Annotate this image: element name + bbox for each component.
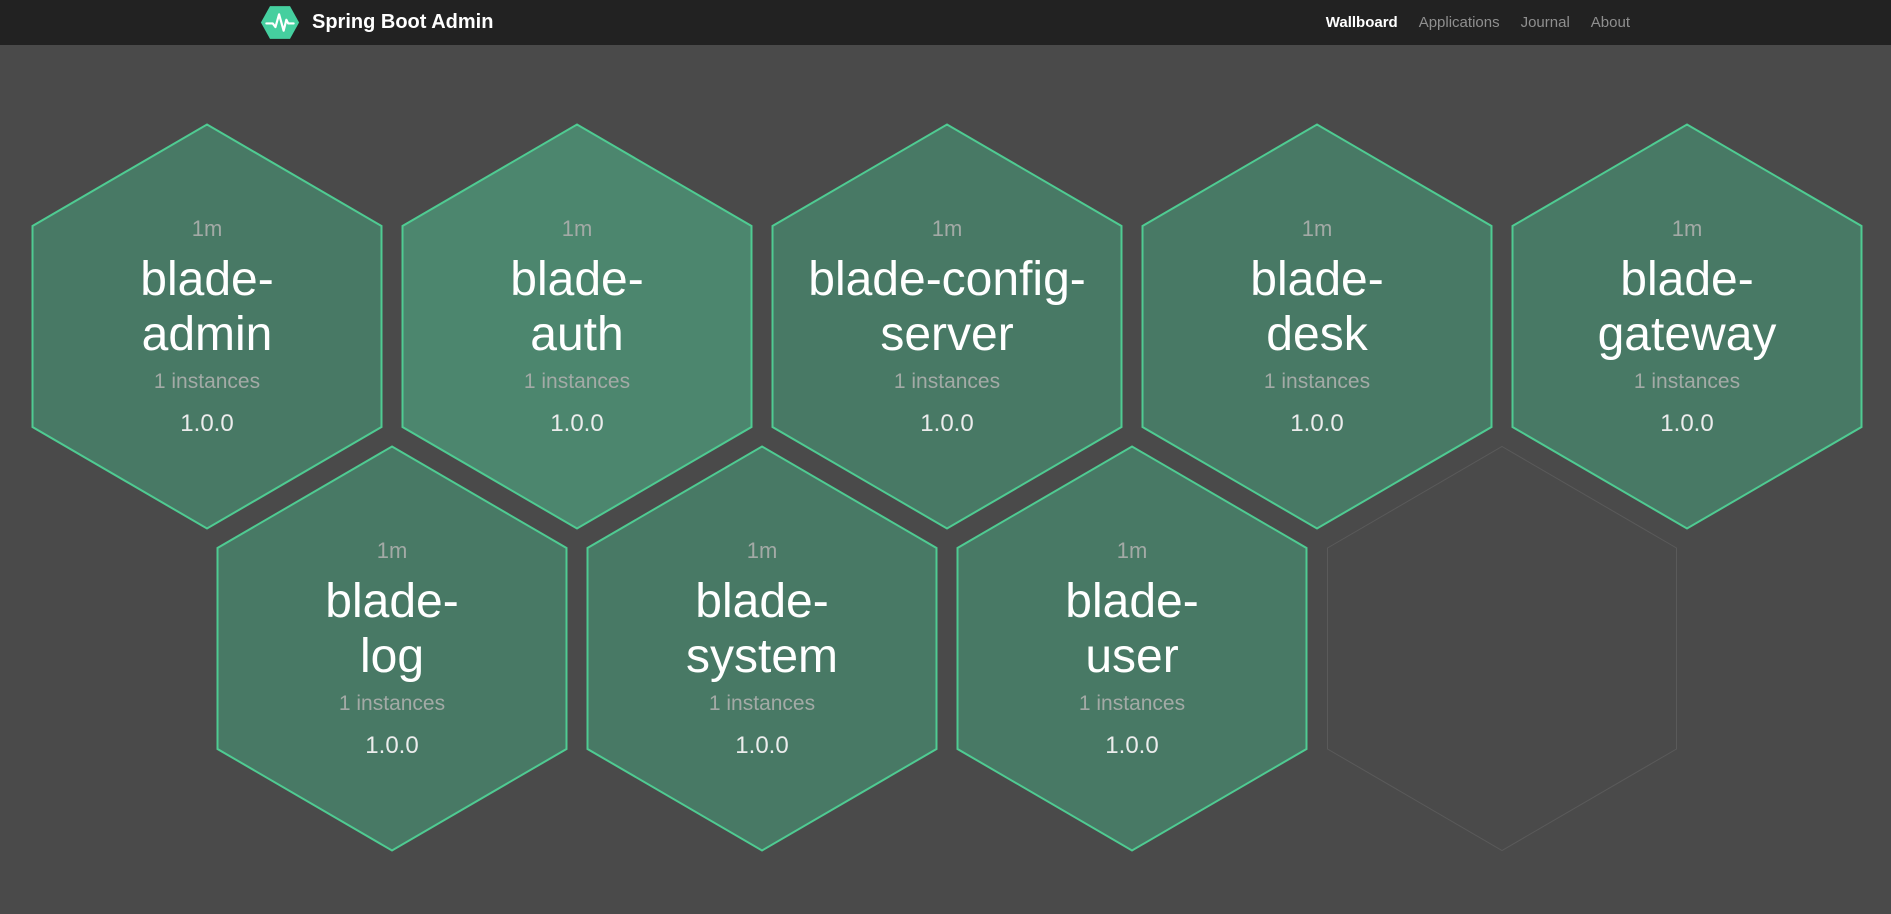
app-hexagon-content: 1m blade-system 1 instances 1.0.0	[586, 445, 938, 852]
hexagon-shape	[771, 123, 1123, 530]
app-instances-count: 1 instances	[523, 369, 631, 393]
nav-links: Wallboard Applications Journal About	[1326, 14, 1630, 31]
app-uptime: 1m	[1671, 215, 1703, 241]
app-hexagon-blade-user[interactable]: 1m blade-user 1 instances 1.0.0	[956, 445, 1308, 852]
app-hexagon-content: 1m blade-config-server 1 instances 1.0.0	[771, 123, 1123, 530]
app-version: 1.0.0	[1290, 409, 1344, 437]
app-instances-count: 1 instances	[153, 369, 261, 393]
app-name-line: log	[359, 629, 425, 683]
app-version: 1.0.0	[920, 409, 974, 437]
app-version: 1.0.0	[365, 731, 419, 759]
spring-boot-admin-logo-icon	[260, 6, 300, 39]
app-instances-count: 1 instances	[708, 691, 816, 715]
app-hexagon-content: 1m blade-desk 1 instances 1.0.0	[1141, 123, 1493, 530]
app-hexagon-content: 1m blade-log 1 instances 1.0.0	[216, 445, 568, 852]
app-name-line: system	[685, 629, 838, 683]
nav-item-journal[interactable]: Journal	[1520, 14, 1570, 31]
app-instances-count: 1 instances	[893, 369, 1001, 393]
app-hexagon-content: 1m blade-admin 1 instances 1.0.0	[31, 123, 383, 530]
app-version: 1.0.0	[735, 731, 789, 759]
app-name-line: blade-	[1620, 252, 1754, 306]
app-name: blade-log	[325, 574, 458, 684]
app-name: blade-desk	[1250, 252, 1383, 362]
app-name-line: blade-	[1065, 574, 1199, 628]
app-hexagon-blade-system[interactable]: 1m blade-system 1 instances 1.0.0	[586, 445, 938, 852]
app-name-line: auth	[530, 307, 624, 361]
app-hexagon-blade-gateway[interactable]: 1m blade-gateway 1 instances 1.0.0	[1511, 123, 1863, 530]
app-name-line: blade-	[325, 574, 459, 628]
app-version: 1.0.0	[1105, 731, 1159, 759]
hexagon-shape	[1511, 123, 1863, 530]
app-name-line: blade-	[510, 252, 644, 306]
app-instances-count: 1 instances	[1078, 691, 1186, 715]
app-name-line: desk	[1266, 307, 1368, 361]
app-uptime: 1m	[191, 215, 223, 241]
app-uptime: 1m	[376, 537, 408, 563]
app-instances-count: 1 instances	[338, 691, 446, 715]
app-hexagon-blade-admin[interactable]: 1m blade-admin 1 instances 1.0.0	[31, 123, 383, 530]
brand-title: Spring Boot Admin	[312, 11, 494, 33]
nav-item-wallboard[interactable]: Wallboard	[1325, 14, 1398, 31]
app-hexagon-blade-auth[interactable]: 1m blade-auth 1 instances 1.0.0	[401, 123, 753, 530]
hexagon-shape	[216, 445, 568, 852]
empty-hexagon	[1326, 445, 1678, 852]
app-uptime: 1m	[561, 215, 593, 241]
app-name: blade-admin	[140, 252, 273, 362]
nav-item-applications[interactable]: Applications	[1418, 14, 1500, 31]
app-version: 1.0.0	[180, 409, 234, 437]
app-uptime: 1m	[1116, 537, 1148, 563]
app-uptime: 1m	[931, 215, 963, 241]
wallboard: 1m blade-admin 1 instances 1.0.0 1m blad…	[0, 45, 1891, 914]
app-name: blade-user	[1065, 574, 1198, 684]
app-name-line: admin	[141, 307, 273, 361]
app-hexagon-content: 1m blade-user 1 instances 1.0.0	[956, 445, 1308, 852]
top-navbar: Spring Boot Admin Wallboard Applications J…	[0, 0, 1891, 45]
app-name-line: blade-	[695, 574, 829, 628]
app-hexagon-content: 1m blade-auth 1 instances 1.0.0	[401, 123, 753, 530]
app-uptime: 1m	[1301, 215, 1333, 241]
hexagon-shape	[956, 445, 1308, 852]
app-name-line: blade-	[1250, 252, 1384, 306]
hexagon-shape	[1327, 445, 1677, 852]
brand[interactable]: Spring Boot Admin	[260, 4, 493, 41]
app-hexagon-blade-desk[interactable]: 1m blade-desk 1 instances 1.0.0	[1141, 123, 1493, 530]
hexagon-shape	[1141, 123, 1493, 530]
app-instances-count: 1 instances	[1633, 369, 1741, 393]
app-name-line: user	[1085, 629, 1179, 683]
hexagon-shape	[586, 445, 938, 852]
app-name: blade-system	[686, 574, 838, 684]
hexagon-shape	[401, 123, 753, 530]
app-version: 1.0.0	[1660, 409, 1714, 437]
app-hexagon-blade-config-server[interactable]: 1m blade-config-server 1 instances 1.0.0	[771, 123, 1123, 530]
hexagon-shape	[31, 123, 383, 530]
app-name-line: gateway	[1597, 307, 1777, 361]
app-name: blade-config-server	[808, 252, 1086, 362]
nav-item-about[interactable]: About	[1590, 14, 1630, 31]
app-name: blade-auth	[510, 252, 643, 362]
app-version: 1.0.0	[550, 409, 604, 437]
app-hexagon-blade-log[interactable]: 1m blade-log 1 instances 1.0.0	[216, 445, 568, 852]
app-hexagon-content: 1m blade-gateway 1 instances 1.0.0	[1511, 123, 1863, 530]
app-name-line: blade-config-	[808, 252, 1086, 306]
app-name: blade-gateway	[1598, 252, 1777, 362]
app-instances-count: 1 instances	[1263, 369, 1371, 393]
app-name-line: blade-	[140, 252, 274, 306]
app-name-line: server	[880, 307, 1014, 361]
app-uptime: 1m	[746, 537, 778, 563]
